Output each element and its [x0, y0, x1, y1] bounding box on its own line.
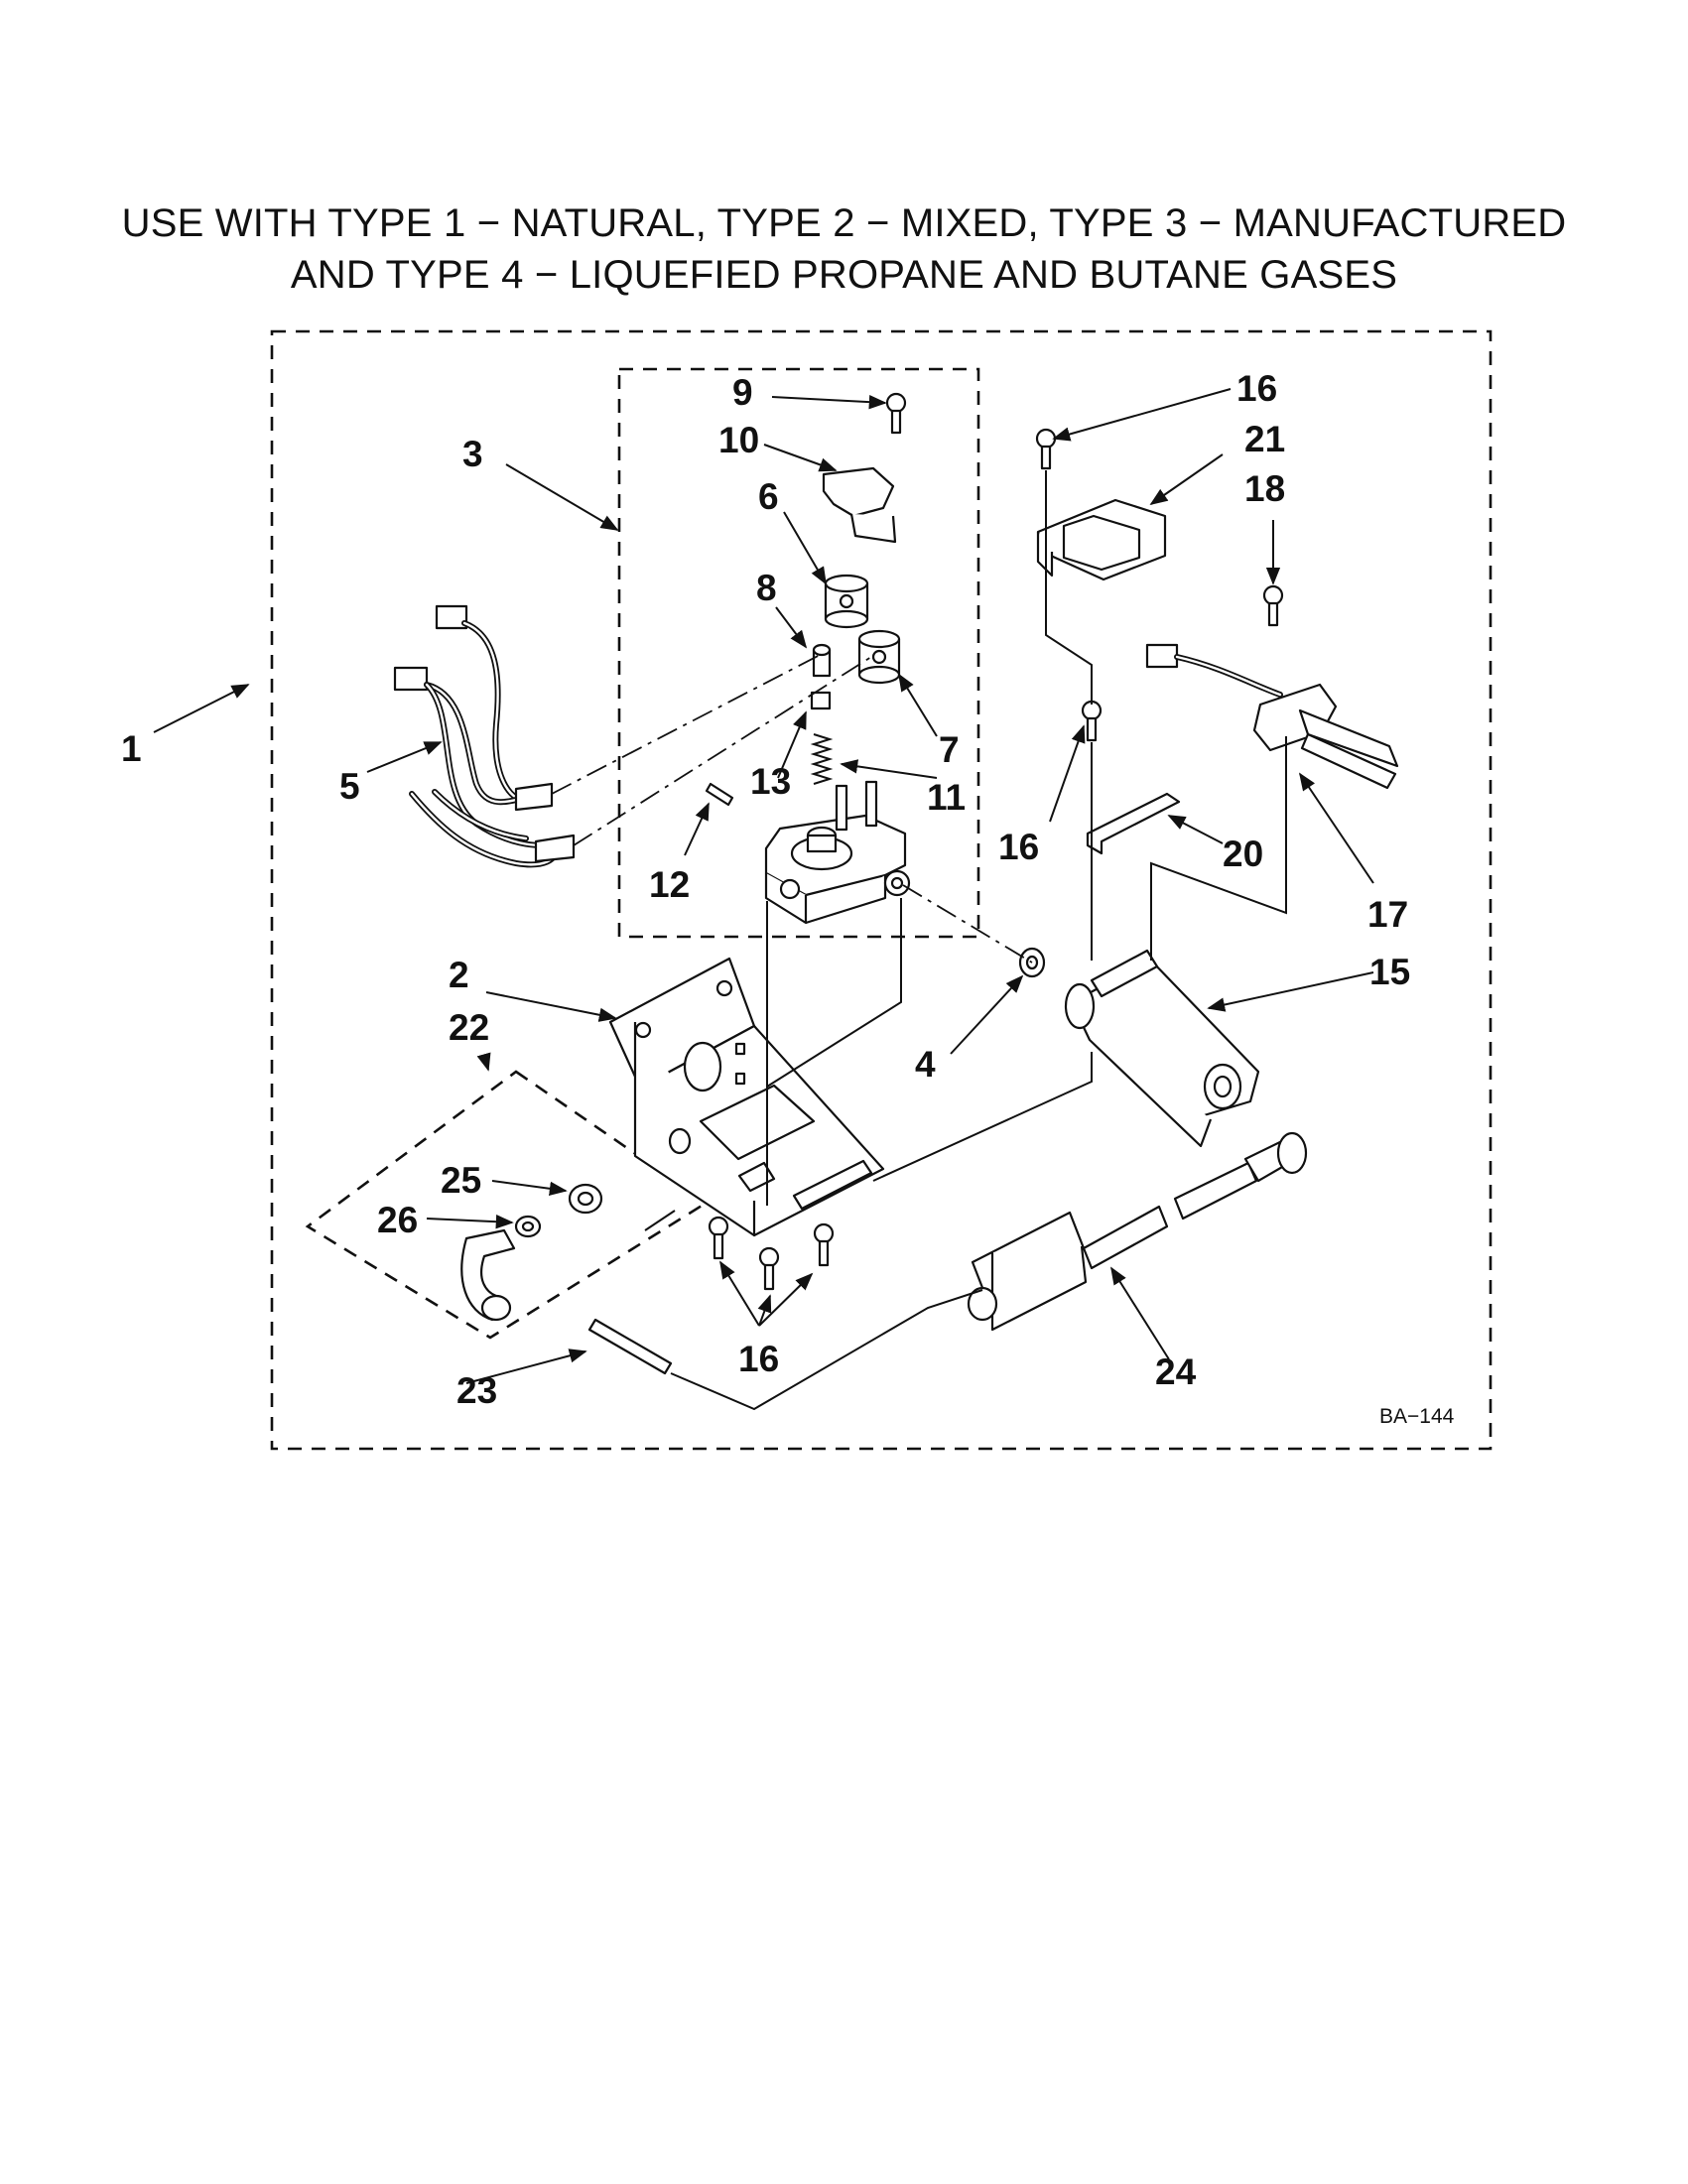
drawing-code: BA−144: [1379, 1405, 1455, 1428]
solenoid-coil: [824, 574, 869, 629]
leader-arrow: [1110, 1266, 1170, 1360]
assembly-boundary: [270, 329, 1493, 1451]
callout-1: 1: [121, 728, 142, 769]
leader-arrow: [757, 1294, 772, 1327]
screw: [885, 392, 907, 435]
spring: [810, 733, 834, 785]
screw: [1081, 700, 1103, 742]
leader-arrow: [840, 759, 938, 779]
callout-9: 9: [732, 372, 753, 413]
wire-harness: [393, 604, 576, 868]
callout-26: 26: [377, 1200, 418, 1240]
bracket-leg: [849, 513, 897, 544]
valve-body: [764, 780, 911, 925]
plunger: [812, 643, 832, 678]
callout-11: 11: [927, 777, 966, 818]
callout-17: 17: [1367, 894, 1408, 935]
screw: [708, 1216, 729, 1260]
assembly-line: [1150, 736, 1287, 961]
callout-23: 23: [456, 1370, 497, 1411]
callout-16-middle: 16: [998, 827, 1039, 867]
leader-arrow: [777, 710, 807, 779]
callout-21: 21: [1244, 419, 1285, 459]
callout-2: 2: [449, 955, 469, 995]
ignitor-shield: [1086, 792, 1181, 855]
screw: [813, 1222, 835, 1267]
callout-5: 5: [339, 766, 360, 807]
assembly-line: [670, 1289, 983, 1411]
leader-arrow: [1298, 772, 1374, 884]
callout-18: 18: [1244, 468, 1285, 509]
leader-arrow: [783, 511, 827, 585]
callout-7: 7: [939, 729, 960, 770]
callout-15: 15: [1369, 952, 1410, 992]
leader-arrow: [719, 1260, 760, 1327]
bracket: [822, 466, 895, 518]
orifice: [514, 1215, 542, 1238]
leader-arrow: [950, 974, 1024, 1055]
mounting-bracket: [608, 957, 885, 1237]
screw: [705, 782, 734, 807]
ignitor: [1145, 643, 1399, 790]
valve-cap: [810, 691, 832, 710]
callout-8: 8: [756, 568, 777, 608]
leader-arrow: [153, 684, 250, 733]
callout-3: 3: [462, 434, 483, 474]
callout-6: 6: [758, 476, 779, 517]
leader-arrow: [1052, 388, 1232, 442]
leader-arrow: [1049, 724, 1086, 823]
leader-arrow: [775, 606, 808, 649]
leader-arrow: [758, 1272, 814, 1327]
assembly-line: [1045, 470, 1093, 705]
nut: [568, 1183, 603, 1215]
assembly-line: [644, 1210, 676, 1231]
elbow-opening: [480, 1294, 512, 1322]
screw: [1035, 428, 1057, 470]
callout-24: 24: [1155, 1351, 1197, 1392]
callout-22: 22: [449, 1007, 489, 1048]
callout-25: 25: [441, 1160, 481, 1201]
leader-arrow: [1167, 815, 1224, 844]
leader-arrow: [476, 1052, 491, 1072]
assembly-line: [573, 656, 872, 846]
ignitor-bracket: [1036, 498, 1167, 581]
solenoid-coil: [857, 629, 901, 685]
burner-tube: [967, 1131, 1308, 1332]
leader-arrow: [771, 394, 887, 410]
leader-arrow: [426, 1215, 514, 1229]
valve-subassembly-boundary: [617, 367, 980, 939]
callout-20: 20: [1223, 834, 1263, 874]
callout-16-top: 16: [1236, 368, 1277, 409]
leader-arrow: [485, 991, 617, 1022]
diagram-title-line-1: USE WITH TYPE 1 − NATURAL, TYPE 2 − MIXE…: [121, 201, 1567, 245]
callout-12: 12: [649, 864, 690, 905]
assembly-line: [902, 884, 1033, 964]
leader-arrow: [1207, 971, 1374, 1012]
screw: [758, 1246, 780, 1291]
leader-arrow: [366, 741, 443, 773]
stud: [587, 1318, 673, 1375]
leader-arrow: [684, 802, 710, 856]
callout-13: 13: [750, 761, 791, 802]
assembly-line: [551, 652, 825, 795]
leader-arrow: [898, 673, 938, 737]
assembly-line: [766, 898, 902, 1088]
leader-arrow: [505, 463, 619, 531]
assembly-line: [872, 1052, 1093, 1182]
leader-arrow: [465, 1349, 587, 1384]
leader-arrow: [491, 1180, 568, 1196]
leader-arrow: [1149, 453, 1224, 506]
callout-16-bottom: 16: [738, 1339, 779, 1379]
callout-10: 10: [718, 420, 759, 460]
callout-4: 4: [915, 1044, 936, 1085]
screw: [1262, 584, 1284, 627]
burner-assembly: [1064, 949, 1260, 1148]
diagram-title-line-2: AND TYPE 4 − LIQUEFIED PROPANE AND BUTAN…: [290, 253, 1398, 297]
leader-arrow: [763, 444, 838, 472]
